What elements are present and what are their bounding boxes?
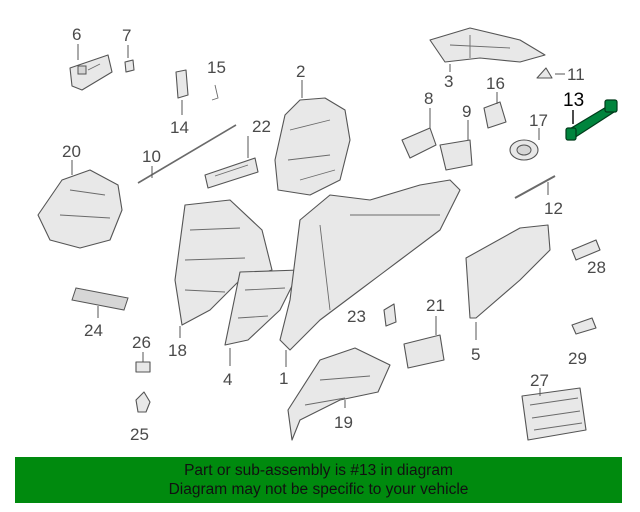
part-1-quarter-panel[interactable] (279, 179, 461, 367)
callout-1: 1 (279, 369, 288, 388)
part-24-strip[interactable] (71, 287, 129, 318)
callout-4: 4 (223, 370, 232, 389)
part-4-inner-arch[interactable] (224, 269, 301, 366)
callout-23: 23 (347, 307, 366, 326)
part-8-actuator[interactable] (401, 108, 437, 159)
callout-18: 18 (168, 341, 187, 360)
part-20-wheelhouse[interactable] (37, 160, 123, 249)
callout-10: 10 (142, 147, 161, 166)
part-13-highlighted[interactable] (565, 99, 618, 141)
callout-15: 15 (207, 58, 226, 77)
callout-16: 16 (486, 74, 505, 93)
callout-22: 22 (252, 117, 271, 136)
callout-12: 12 (544, 199, 563, 218)
part-5-rear-panel[interactable] (465, 224, 551, 340)
callout-11: 11 (567, 65, 585, 84)
callout-17: 17 (529, 111, 548, 130)
callout-13-highlighted[interactable]: 13 (563, 90, 584, 111)
callout-28: 28 (587, 258, 606, 277)
callout-29: 29 (568, 349, 587, 368)
callout-27: 27 (530, 371, 549, 390)
callout-21: 21 (426, 296, 445, 315)
part-2-inner-panel[interactable] (274, 80, 351, 196)
part-21-panel[interactable] (403, 316, 445, 369)
part-27-vent[interactable] (521, 387, 587, 441)
banner-line-2: Diagram may not be specific to your vehi… (168, 481, 469, 498)
part-10-rod[interactable] (137, 124, 237, 184)
part-17-grommet[interactable] (509, 128, 540, 161)
part-3-bracket[interactable] (429, 27, 546, 72)
callout-6: 6 (72, 25, 81, 44)
callout-20: 20 (62, 142, 81, 161)
part-14-hinge[interactable] (175, 69, 189, 115)
callout-9: 9 (462, 102, 471, 121)
callout-2: 2 (296, 62, 305, 81)
part-25-fastener[interactable] (135, 391, 151, 413)
callout-5: 5 (471, 345, 480, 364)
part-26-clip[interactable] (135, 352, 151, 373)
part-28-plate[interactable] (571, 239, 601, 261)
part-16-housing[interactable] (483, 92, 507, 129)
part-19-liner[interactable] (287, 347, 391, 441)
callout-25: 25 (130, 425, 149, 444)
part-7-clip[interactable] (124, 45, 135, 73)
part-6-fuel-door[interactable] (69, 44, 113, 91)
part-23-clip[interactable] (383, 303, 397, 327)
info-banner: Part or sub-assembly is #13 in diagram D… (15, 457, 622, 503)
callout-24: 24 (84, 321, 103, 340)
part-22-vent[interactable] (204, 136, 259, 189)
banner-line-1: Part or sub-assembly is #13 in diagram (184, 462, 453, 479)
part-11-plug[interactable] (536, 67, 565, 79)
callout-3: 3 (444, 72, 453, 91)
part-29-plate[interactable] (571, 317, 597, 335)
part-12-cable[interactable] (514, 175, 556, 199)
part-15-spring[interactable] (211, 84, 219, 101)
parts-diagram: 6 7 15 14 2 3 16 11 8 9 13 17 22 10 20 1… (37, 25, 618, 444)
part-9-bracket[interactable] (439, 120, 473, 171)
callout-19: 19 (334, 413, 353, 432)
callout-7: 7 (122, 26, 131, 45)
callout-14: 14 (170, 118, 189, 137)
callout-8: 8 (424, 89, 433, 108)
callout-26: 26 (132, 333, 151, 352)
